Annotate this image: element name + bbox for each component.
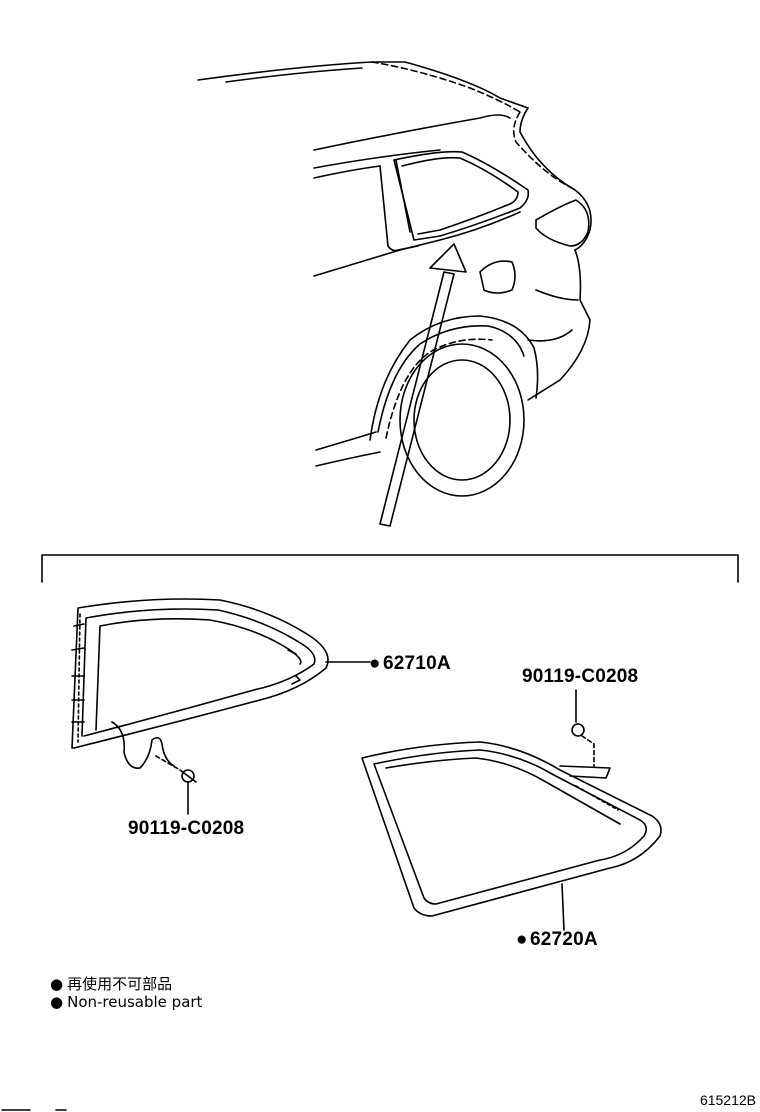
rear-hatch (519, 107, 592, 251)
callout-rear-glass-bullet: ● (516, 929, 528, 950)
quarter-glass-left-inner (81, 608, 316, 737)
roof-line-inner (225, 67, 363, 83)
quarter-glass-right-inner-2 (385, 757, 621, 825)
quarter-glass-right-inner (373, 749, 648, 905)
callout-front-clip-label: 90119-C0208 (128, 818, 244, 839)
quarter-glass-left (71, 598, 329, 769)
bumper-lower (527, 329, 573, 342)
fuel-door (479, 260, 516, 294)
drawing-number: 615212B (699, 1092, 756, 1108)
legend-japanese-text: 再使用不可部品 (67, 975, 173, 993)
quarter-glass-right-bracket (559, 765, 611, 779)
roof-line (197, 61, 529, 109)
callout-front-glass-bullet: ● (369, 653, 381, 674)
clip-right-dash (581, 735, 595, 767)
quarter-glass-right (361, 741, 662, 917)
callout-front-glass-label: 62710A (383, 653, 451, 674)
wheel-arch-inner (377, 325, 525, 433)
callout-front-glass: ● 62710A (369, 653, 451, 674)
callout-rear-glass: ● 62720A (516, 929, 598, 950)
quarter-glass-right-stitch (575, 785, 619, 811)
tire (399, 343, 525, 497)
rocker-line-2 (315, 451, 381, 467)
clip-left (155, 755, 197, 815)
wheel-arch-dashed (385, 338, 493, 439)
callout-rear-glass-label: 62720A (530, 929, 598, 950)
clip-right-head (571, 723, 585, 737)
tire-inner (413, 359, 511, 481)
quarter-glass-left-inner-2 (95, 618, 302, 731)
quarter-glass-left-mark (287, 649, 301, 685)
side-upper-line-3 (313, 165, 381, 179)
legend-bullet: ● (50, 993, 64, 1011)
side-belt-line (313, 211, 521, 277)
legend-bullet: ● (50, 975, 64, 993)
location-arrow (379, 243, 467, 527)
wheel-arch (369, 315, 539, 441)
taillight (535, 199, 590, 247)
arrow-head (429, 243, 467, 273)
side-upper-line-2 (313, 149, 441, 169)
legend-english-text: Non-reusable part (67, 993, 203, 1011)
section-bracket (41, 554, 739, 583)
quarter-glass-left-harness (111, 721, 175, 769)
quarter-window-outline (393, 150, 530, 241)
leader-rear-glass (561, 883, 565, 931)
rocker-line (315, 431, 377, 451)
vehicle-body-illustration (197, 61, 592, 497)
clip-right (571, 689, 595, 767)
clip-left-body (179, 769, 197, 783)
quarter-window-inner (401, 156, 519, 235)
quarter-glass-left-seal-stitch (77, 613, 81, 743)
clip-left-dash (155, 755, 181, 771)
arrow-shaft (379, 271, 455, 527)
rear-hatch-dashed (512, 111, 573, 189)
legend-japanese: ●再使用不可部品 (50, 973, 172, 994)
callout-rear-clip-label: 90119-C0208 (522, 666, 638, 687)
side-upper-line (313, 114, 511, 151)
quarter-glass-left-outer (71, 598, 329, 749)
roof-rail-dashed (371, 61, 521, 113)
quarter-glass-left-seal-edge (71, 623, 85, 723)
rear-quarter-body (527, 249, 591, 401)
legend-english: ●Non-reusable part (50, 993, 202, 1011)
quarter-glass-right-outer (361, 741, 662, 917)
bumper-line (535, 289, 579, 301)
